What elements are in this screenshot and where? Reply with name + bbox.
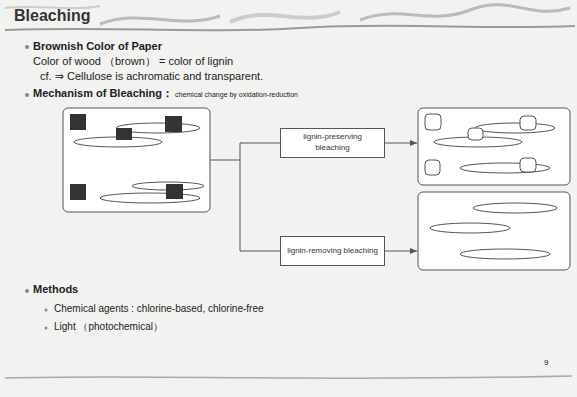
process-box: lignin-preserving bleaching xyxy=(280,128,385,158)
bullet-text: Chemical agents : chlorine-based, chlori… xyxy=(54,303,264,315)
section-heading: Methods xyxy=(33,283,78,296)
section-heading: Mechanism of Bleaching： xyxy=(33,87,173,100)
body-text: cf. ⇒ Cellulose is achromatic and transp… xyxy=(40,70,263,83)
page-number: 9 xyxy=(544,358,548,368)
slide-title: Bleaching xyxy=(14,6,90,25)
process-box: lignin-removing bleaching xyxy=(280,236,385,266)
note-text: chemical change by oxidation-reduction xyxy=(175,91,298,99)
body-text: Color of wood （brown） = color of lignin xyxy=(33,55,233,68)
box-label: lignin-removing bleaching xyxy=(287,246,378,257)
section-heading: Brownish Color of Paper xyxy=(33,40,162,53)
box-label: lignin-preserving bleaching xyxy=(287,132,378,154)
bullet-text: Light （photochemical） xyxy=(54,321,163,333)
